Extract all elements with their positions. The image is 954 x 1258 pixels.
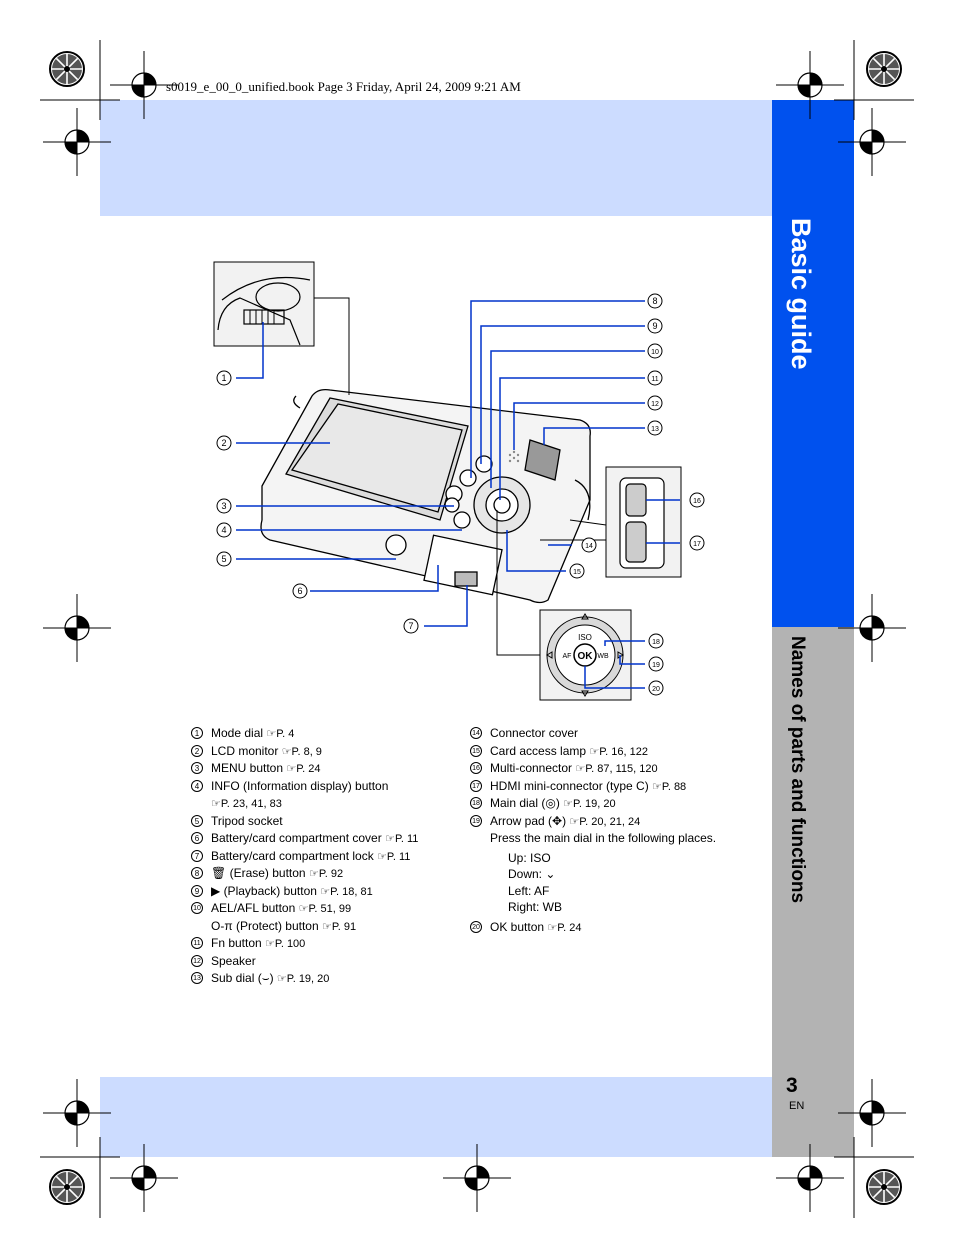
callout-10: 10: [651, 349, 659, 356]
callout-12: 12: [651, 401, 659, 408]
callout-19: 19: [652, 662, 660, 669]
part-item: 8🗑 (Erase) button ☞P. 92: [191, 865, 418, 883]
top-color-band: [100, 100, 772, 216]
callout-20: 20: [652, 686, 660, 693]
registration-mark: [837, 593, 907, 663]
registration-mark: [775, 50, 845, 120]
callout-14: 14: [585, 543, 593, 550]
iso-label: ISO: [578, 633, 592, 642]
registration-mark: [837, 1078, 907, 1148]
callout-5: 5: [221, 554, 226, 564]
registration-mark: [775, 1143, 845, 1213]
callout-7: 7: [408, 621, 413, 631]
registration-mark: [109, 50, 179, 120]
page-number: 3: [786, 1074, 798, 1097]
section-tab: [772, 100, 854, 627]
book-header: s0019_e_00_0_unified.book Page 3 Friday,…: [166, 79, 521, 94]
callout-3: 3: [221, 501, 226, 511]
af-label: AF: [563, 653, 572, 660]
part-item: 9▶ (Playback) button ☞P. 18, 81: [191, 883, 418, 901]
arrow-pad-note: Press the main dial in the following pla…: [490, 831, 717, 845]
registration-mark: [442, 1143, 512, 1213]
callout-1: 1: [221, 373, 226, 383]
registration-mark: [837, 107, 907, 177]
bottom-color-band: [100, 1077, 772, 1157]
callout-18: 18: [652, 639, 660, 646]
page-language: EN: [789, 1100, 805, 1112]
registration-mark: [49, 1169, 85, 1205]
callout-16: 16: [693, 498, 701, 505]
registration-mark: [109, 1143, 179, 1213]
callout-4: 4: [221, 525, 226, 535]
registration-mark: [866, 51, 902, 87]
arrow-pad-left: Left: AF: [508, 883, 550, 898]
registration-mark: [49, 51, 85, 87]
callout-13: 13: [651, 426, 659, 433]
callout-11: 11: [651, 376, 658, 383]
callout-8: 8: [652, 296, 657, 306]
registration-mark: [866, 1169, 902, 1205]
callout-6: 6: [297, 586, 302, 596]
callout-17: 17: [693, 541, 701, 548]
arrow-pad-right: Right: WB: [508, 900, 563, 914]
arrow-pad-up: Up: ISO: [508, 850, 551, 865]
callout-9: 9: [652, 321, 657, 331]
callout-15: 15: [573, 569, 581, 576]
callout-2: 2: [221, 438, 226, 448]
registration-mark: [42, 107, 112, 177]
registration-mark: [42, 1078, 112, 1148]
part-item-continued: ☞P. 23, 41, 83: [211, 798, 282, 810]
ok-label: OK: [578, 651, 594, 662]
registration-mark: [42, 593, 112, 663]
arrow-pad-down: Down: ⌄: [508, 867, 556, 881]
wb-label: WB: [597, 653, 609, 660]
part-item-continued: O-π (Protect) button ☞P. 91: [211, 918, 357, 933]
chapter-tab: [772, 627, 854, 1157]
